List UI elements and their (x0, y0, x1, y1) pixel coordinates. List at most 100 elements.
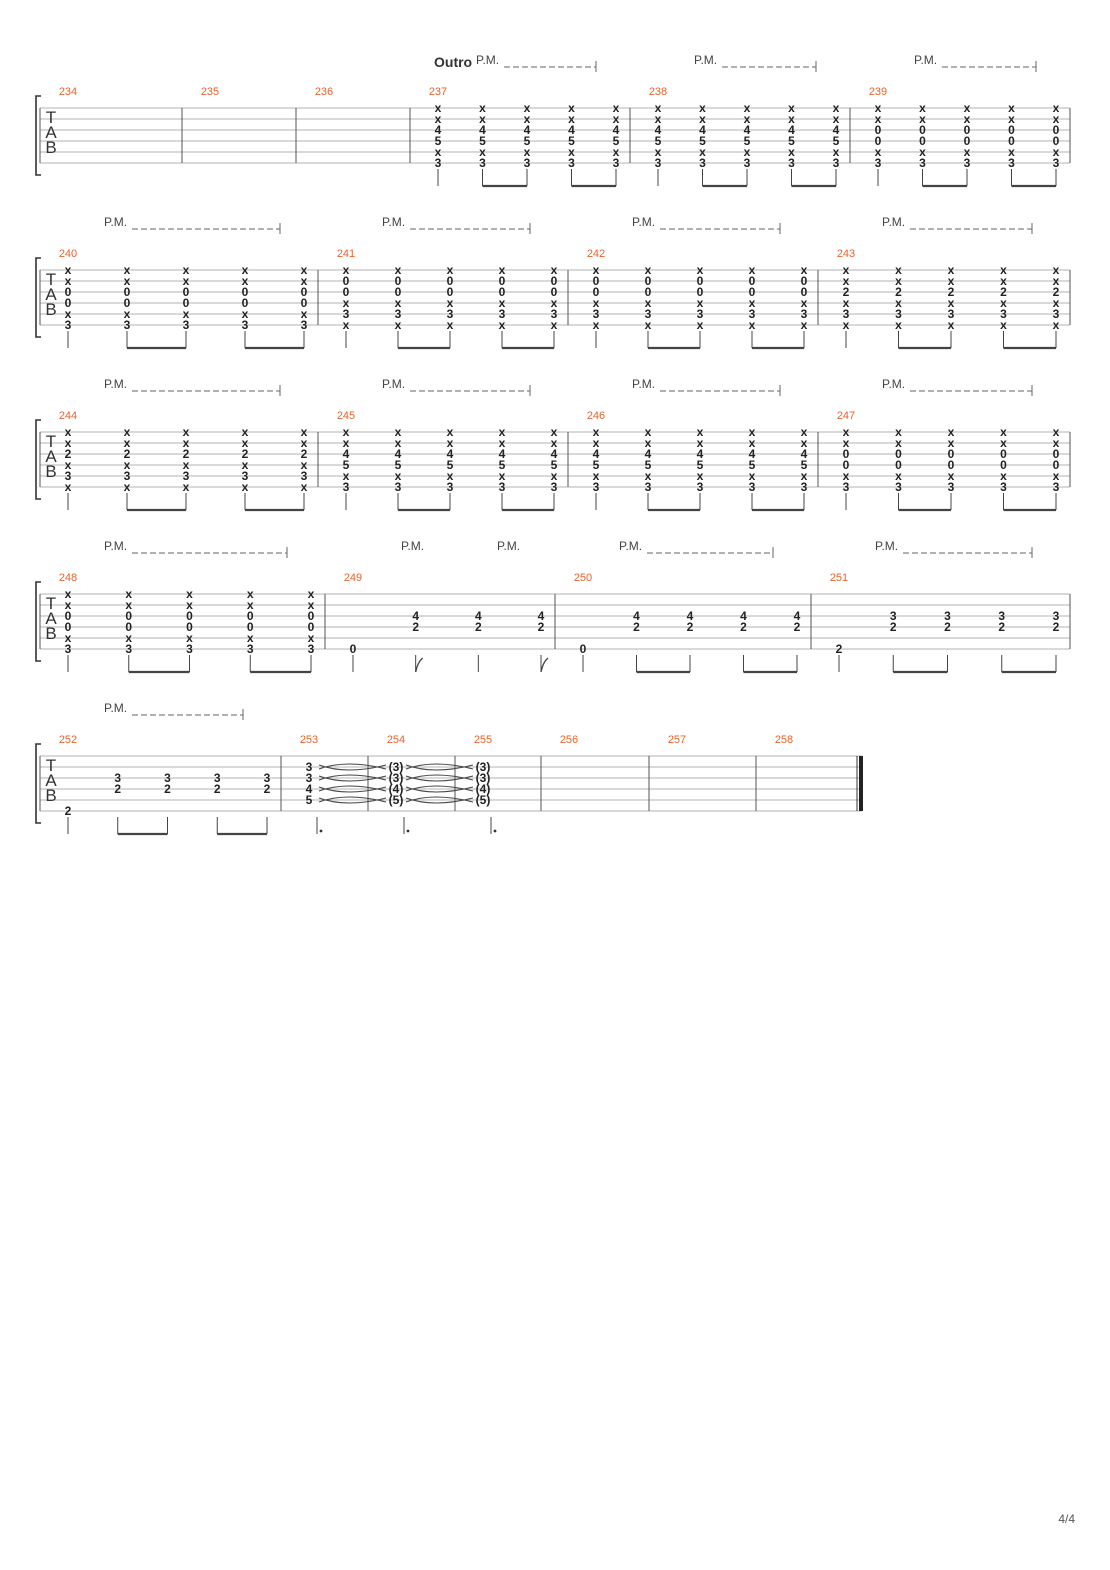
measure-number: 234 (59, 86, 77, 98)
fret-number: x (593, 469, 600, 483)
fret-number: 2 (301, 447, 308, 461)
fret-number: x (895, 425, 902, 439)
fret-number: x (242, 480, 249, 494)
fret-number: 5 (524, 134, 531, 148)
fret-number: 0 (350, 642, 357, 656)
fret-number: x (801, 469, 808, 483)
fret-number: 3 (890, 609, 897, 623)
measure-number: 255 (474, 734, 492, 746)
fret-number: 2 (538, 620, 545, 634)
fret-number: 3 (114, 771, 121, 785)
fret-number: x (247, 631, 254, 645)
fret-number: 0 (395, 274, 402, 288)
palm-mute-label: P.M. (104, 539, 127, 553)
system-bracket (35, 743, 41, 824)
fret-number: x (645, 263, 652, 277)
tab-clef-letter: B (45, 300, 56, 319)
fret-number: x (308, 587, 315, 601)
fret-number: x (843, 469, 850, 483)
fret-number: 3 (568, 156, 575, 170)
measure-number: 252 (59, 734, 77, 746)
fret-number: 3 (186, 642, 193, 656)
fret-number: x (593, 296, 600, 310)
fret-number: x (1053, 274, 1060, 288)
dot (493, 829, 497, 833)
fret-number: 0 (242, 296, 249, 310)
fret-number: 0 (895, 458, 902, 472)
fret-number: x (801, 436, 808, 450)
fret-number: 3 (964, 156, 971, 170)
fret-number: x (833, 112, 840, 126)
fret-number: 3 (895, 480, 902, 494)
fret-number: 2 (214, 782, 221, 796)
fret-number: x (655, 145, 662, 159)
fret-number: x (301, 436, 308, 450)
fret-number: 0 (697, 285, 704, 299)
fret-number: x (948, 318, 955, 332)
measure-number: 251 (830, 572, 848, 584)
fret-number: 0 (919, 123, 926, 137)
fret-number: 3 (833, 156, 840, 170)
fret-number: 3 (308, 642, 315, 656)
fret-number: 0 (1053, 447, 1060, 461)
fret-number: 5 (655, 134, 662, 148)
fret-number: 4 (645, 447, 652, 461)
fret-number: x (948, 436, 955, 450)
fret-number: x (749, 425, 756, 439)
tab-clef-letter: T (46, 594, 56, 613)
fret-number: 4 (744, 123, 751, 137)
final-barline-thick (859, 756, 863, 811)
measure-number: 239 (869, 86, 887, 98)
fret-number: x (1053, 263, 1060, 277)
system-bracket (35, 257, 41, 338)
palm-mute-label: P.M. (382, 215, 405, 229)
fret-number: x (524, 112, 531, 126)
fret-number: 0 (749, 274, 756, 288)
fret-number: x (479, 101, 486, 115)
fret-number: 3 (124, 469, 131, 483)
fret-number: x (1053, 469, 1060, 483)
palm-mute-label: P.M. (694, 53, 717, 67)
fret-number: 3 (479, 156, 486, 170)
fret-number: 3 (613, 156, 620, 170)
fret-number: 0 (580, 642, 587, 656)
tab-clef-letter: B (45, 462, 56, 481)
fret-number: 0 (186, 620, 193, 634)
fret-number: x (744, 145, 751, 159)
fret-number: 2 (998, 620, 1005, 634)
fret-number: (3) (476, 760, 491, 774)
fret-number: 3 (242, 318, 249, 332)
fret-number: x (435, 145, 442, 159)
fret-number: x (343, 436, 350, 450)
fret-number: x (395, 469, 402, 483)
fret-number: x (1000, 296, 1007, 310)
fret-number: 5 (395, 458, 402, 472)
fret-number: 4 (538, 609, 545, 623)
fret-number: 4 (749, 447, 756, 461)
fret-number: x (65, 458, 72, 472)
fret-number: x (1053, 101, 1060, 115)
palm-mute-label: P.M. (882, 215, 905, 229)
palm-mute-label: P.M. (882, 377, 905, 391)
fret-number: x (343, 425, 350, 439)
fret-number: (5) (476, 793, 491, 807)
fret-number: x (65, 436, 72, 450)
fret-number: x (1000, 436, 1007, 450)
fret-number: 4 (412, 609, 419, 623)
tab-clef-letter: A (45, 123, 57, 142)
fret-number: x (395, 263, 402, 277)
fret-number: 0 (343, 274, 350, 288)
fret-number: 3 (247, 642, 254, 656)
fret-number: x (919, 101, 926, 115)
fret-number: x (699, 145, 706, 159)
tab-clef-letter: A (45, 609, 57, 628)
fret-number: x (343, 263, 350, 277)
fret-number: 0 (65, 296, 72, 310)
fret-number: x (435, 112, 442, 126)
fret-number: x (242, 307, 249, 321)
fret-number: x (964, 112, 971, 126)
fret-number: 0 (247, 620, 254, 634)
fret-number: x (447, 263, 454, 277)
fret-number: x (749, 436, 756, 450)
fret-number: x (568, 112, 575, 126)
